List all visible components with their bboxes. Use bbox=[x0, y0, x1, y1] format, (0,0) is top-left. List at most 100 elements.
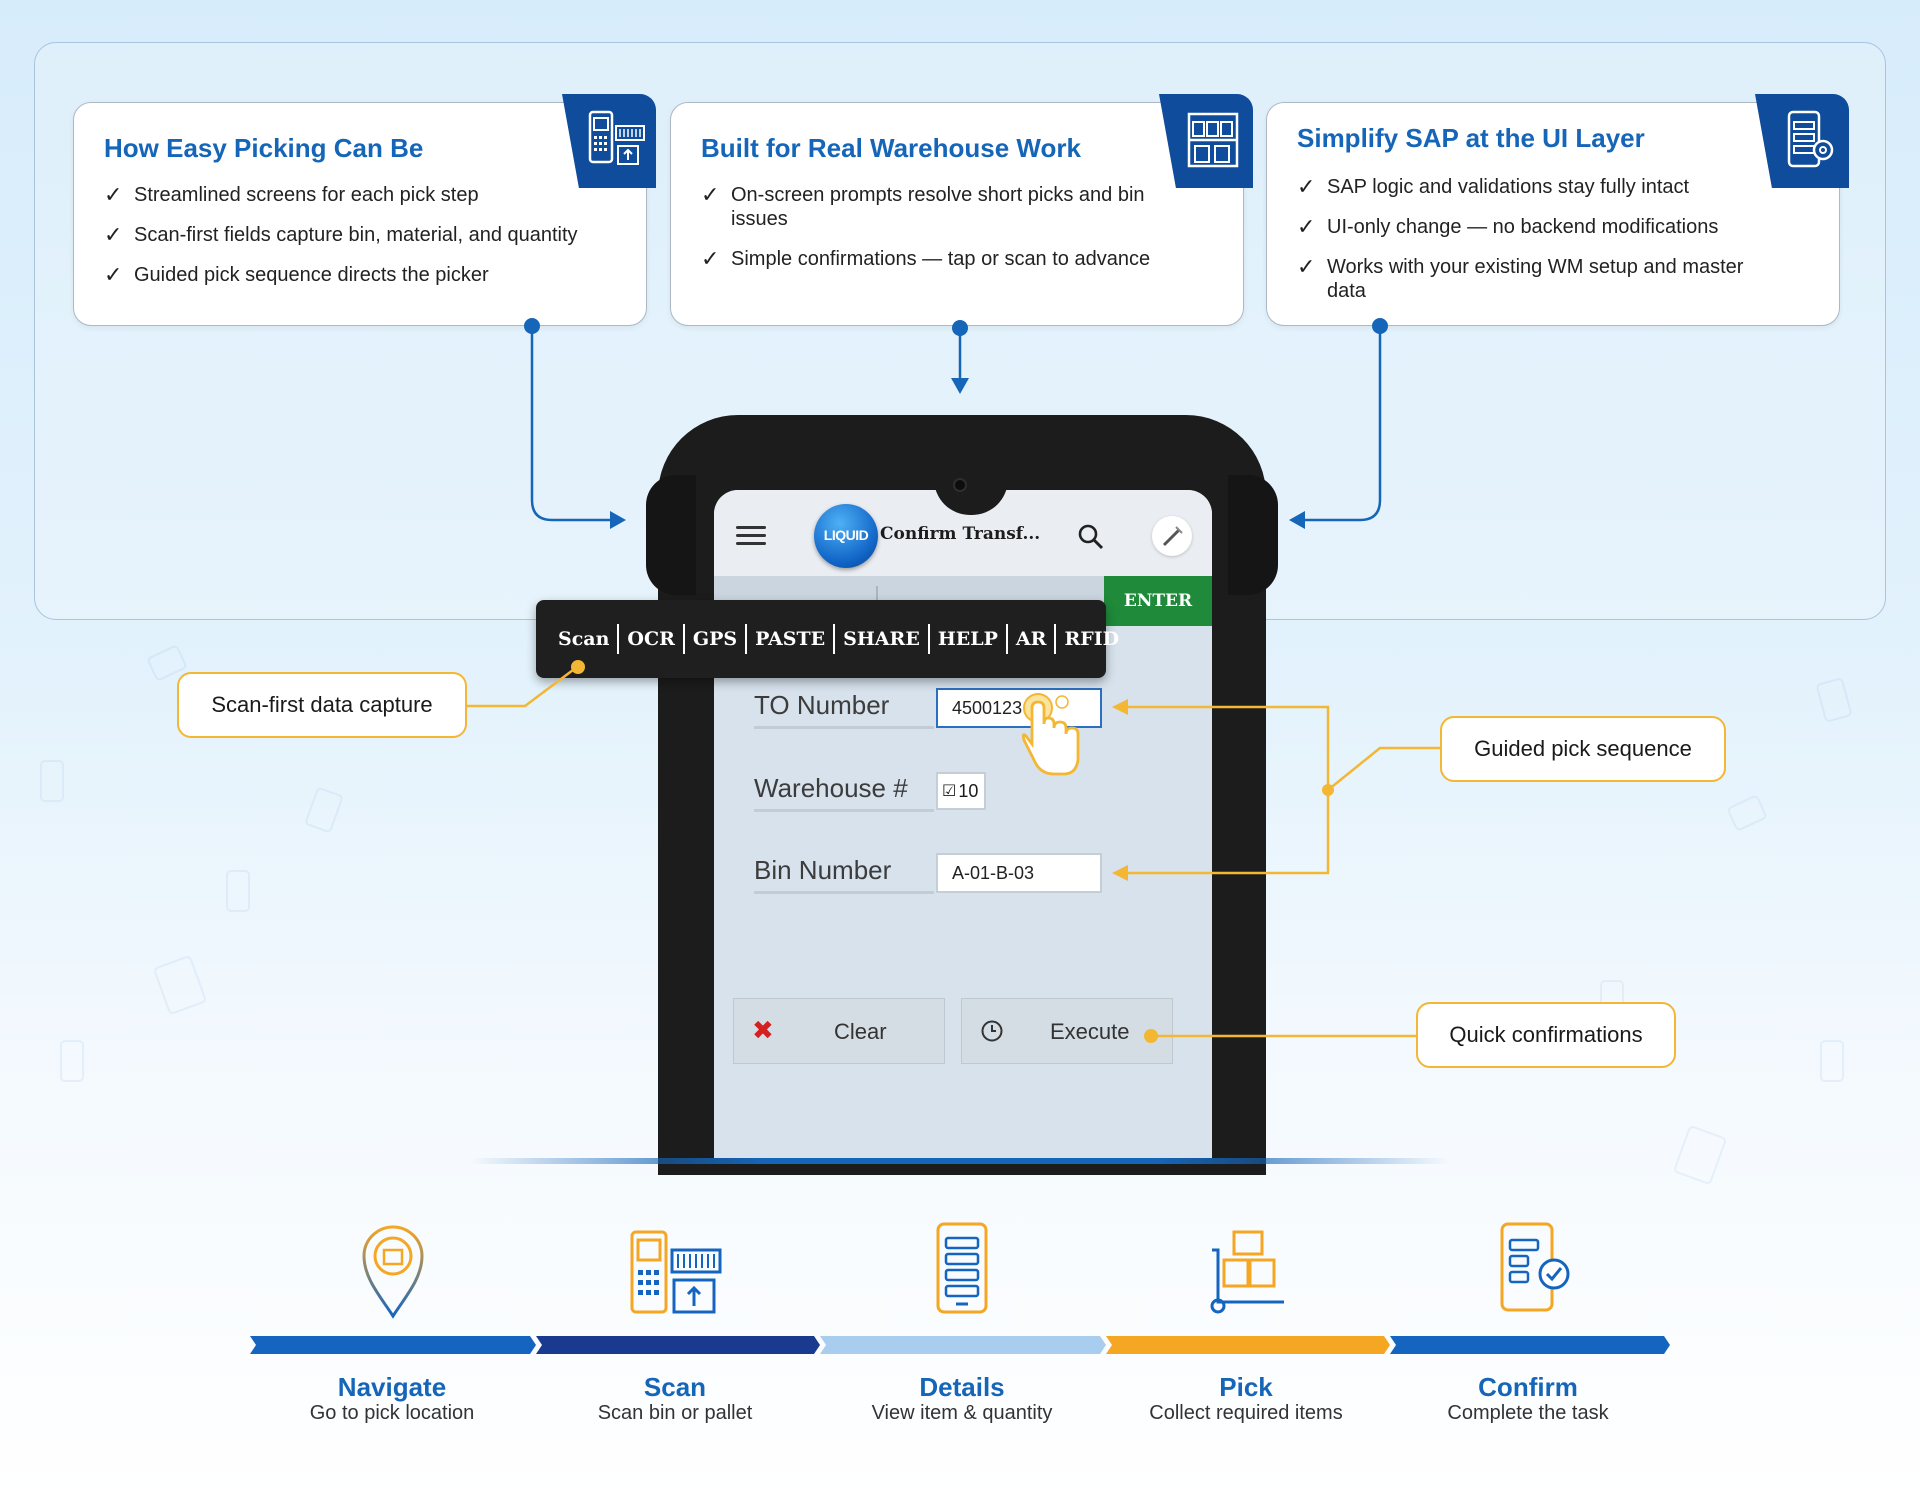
step-title-scan: Scan bbox=[643, 1372, 707, 1402]
mobile-list-icon bbox=[934, 1220, 990, 1321]
card-badge bbox=[1159, 94, 1253, 188]
check-icon: ✓ bbox=[1297, 254, 1316, 279]
list-item-text: Guided pick sequence directs the picker bbox=[134, 264, 489, 286]
clock-icon bbox=[980, 1019, 1004, 1049]
check-icon: ✓ bbox=[1297, 214, 1316, 239]
step-segment-scan bbox=[536, 1336, 820, 1354]
map-pin-icon bbox=[360, 1220, 426, 1325]
clear-label: Clear bbox=[834, 1019, 887, 1044]
card-list: ✓ On-screen prompts resolve short picks a… bbox=[701, 183, 1233, 287]
toolbar-ocr[interactable]: OCR bbox=[619, 624, 685, 654]
toolbar-gps[interactable]: GPS bbox=[685, 624, 748, 654]
step-title-details: Details bbox=[919, 1372, 1005, 1402]
warehouse-value: 10 bbox=[958, 780, 979, 801]
magic-wand-icon[interactable] bbox=[1152, 516, 1192, 556]
check-icon: ✓ bbox=[1297, 174, 1316, 199]
list-item-text: UI-only change — no backend modification… bbox=[1327, 216, 1719, 238]
field-underline bbox=[754, 726, 934, 729]
callout-quick-confirmations: Quick confirmations bbox=[1416, 1002, 1676, 1068]
hand-truck-boxes-icon bbox=[1208, 1220, 1288, 1321]
checkbox-icon: ☑ bbox=[942, 783, 957, 800]
bg-phone-shape bbox=[60, 1040, 84, 1082]
clear-button[interactable]: ✖ Clear bbox=[733, 998, 945, 1064]
list-item-text: SAP logic and validations stay fully int… bbox=[1327, 176, 1690, 198]
scanner-device-icon bbox=[588, 110, 645, 165]
toolbar-scan[interactable]: Scan bbox=[558, 624, 620, 654]
feature-card-easy-picking: How Easy Picking Can Be ✓ Streamlined scr… bbox=[73, 94, 656, 326]
card-badge bbox=[1755, 94, 1849, 188]
liquid-logo: LIQUID bbox=[814, 504, 878, 568]
phone-base-line bbox=[470, 1158, 1450, 1164]
step-title-pick: Pick bbox=[1219, 1372, 1273, 1402]
list-item-text: Scan-first fields capture bin, material,… bbox=[134, 224, 578, 246]
step-segment-pick bbox=[1106, 1336, 1390, 1354]
check-icon: ✓ bbox=[701, 246, 720, 271]
check-icon: ✓ bbox=[104, 262, 123, 287]
feature-card-warehouse-work: Built for Real Warehouse Work ✓ On-screen… bbox=[670, 94, 1253, 326]
to-number-value: 4500123 bbox=[952, 697, 1023, 718]
warehouse-label: Warehouse # bbox=[754, 773, 908, 803]
execute-button[interactable]: Execute bbox=[961, 998, 1173, 1064]
toolbar-paste[interactable]: PASTE bbox=[747, 624, 836, 654]
list-item: ✓ Scan-first fields capture bin, material… bbox=[104, 223, 636, 247]
check-icon: ✓ bbox=[104, 222, 123, 247]
step-desc-pick: Collect required items bbox=[1149, 1402, 1343, 1424]
step-desc-details: View item & quantity bbox=[871, 1402, 1053, 1424]
list-item: ✓On-screen prompts resolve short picks a… bbox=[701, 183, 1233, 231]
bg-phone-shape bbox=[1820, 1040, 1844, 1082]
step-title-navigate: Navigate bbox=[337, 1372, 447, 1402]
card-title: Simplify SAP at the UI Layer bbox=[1297, 123, 1645, 153]
list-item: ✓ Guided pick sequence directs the picker bbox=[104, 263, 636, 287]
mobile-checkmark-icon bbox=[1498, 1220, 1576, 1321]
card-list: ✓ SAP logic and validations stay fully in… bbox=[1297, 175, 1829, 319]
step-segment-details bbox=[820, 1336, 1106, 1354]
list-item-text: Works with your existing WM setup and ma… bbox=[1327, 256, 1744, 302]
step-desc-scan: Scan bin or pallet bbox=[597, 1402, 753, 1424]
step-segment-navigate bbox=[250, 1336, 536, 1354]
callout-scan-first: Scan-first data capture bbox=[177, 672, 467, 738]
field-underline bbox=[754, 891, 934, 894]
bg-phone-shape bbox=[40, 760, 64, 802]
list-item-text: On-screen prompts resolve short picks an… bbox=[731, 184, 1145, 230]
list-item: ✓ SAP logic and validations stay fully in… bbox=[1297, 175, 1829, 199]
field-underline bbox=[754, 809, 934, 812]
step-desc-confirm: Complete the task bbox=[1447, 1402, 1609, 1424]
toolbar-rfid[interactable]: RFID bbox=[1064, 628, 1120, 650]
callout-guided-sequence: Guided pick sequence bbox=[1440, 716, 1726, 782]
list-item: ✓ Simple confirmations — tap or scan to a… bbox=[701, 247, 1233, 271]
warehouse-field[interactable]: ☑ 10 bbox=[936, 772, 986, 810]
card-title: How Easy Picking Can Be bbox=[104, 133, 424, 163]
warehouse-shelves-icon bbox=[1187, 112, 1239, 168]
app-title: Confirm Transf... bbox=[880, 524, 1041, 544]
list-item: ✓ Streamlined screens for each pick step bbox=[104, 183, 636, 207]
bin-number-input[interactable]: A-01-B-03 bbox=[936, 853, 1102, 893]
card-badge bbox=[562, 94, 656, 188]
toolbar-ar[interactable]: AR bbox=[1008, 624, 1057, 654]
feature-card-simplify-sap: Simplify SAP at the UI Layer ✓ SAP logic … bbox=[1266, 94, 1849, 326]
bin-number-label: Bin Number bbox=[754, 855, 892, 885]
search-icon[interactable] bbox=[1076, 522, 1106, 552]
toolbar-help[interactable]: HELP bbox=[930, 624, 1008, 654]
camera-icon bbox=[953, 478, 967, 492]
scan-toolbar: Scan OCR GPS PASTE SHARE HELP AR RFID bbox=[536, 600, 1119, 678]
list-item-text: Simple confirmations — tap or scan to ad… bbox=[731, 248, 1151, 270]
barcode-scanner-icon bbox=[628, 1220, 724, 1321]
execute-label: Execute bbox=[1050, 1019, 1130, 1044]
to-number-label: TO Number bbox=[754, 690, 890, 720]
bg-phone-shape bbox=[226, 870, 250, 912]
card-title: Built for Real Warehouse Work bbox=[701, 133, 1081, 163]
bin-number-value: A-01-B-03 bbox=[952, 862, 1035, 883]
toolbar-share[interactable]: SHARE bbox=[835, 624, 930, 654]
list-item: ✓ Works with your existing WM setup and m… bbox=[1297, 255, 1829, 303]
close-icon: ✖ bbox=[752, 1015, 774, 1045]
card-list: ✓Streamlined screens for each pick step … bbox=[104, 183, 636, 303]
enter-button[interactable]: ENTER bbox=[1104, 576, 1212, 626]
check-icon: ✓ bbox=[104, 182, 123, 207]
step-segment-confirm bbox=[1390, 1336, 1670, 1354]
list-item: ✓ UI-only change — no backend modificatio… bbox=[1297, 215, 1829, 239]
step-title-confirm: Confirm bbox=[1478, 1372, 1578, 1402]
phone-settings-icon bbox=[1787, 110, 1834, 168]
list-item-text: Streamlined screens for each pick step bbox=[134, 184, 479, 206]
menu-icon[interactable] bbox=[736, 526, 766, 546]
